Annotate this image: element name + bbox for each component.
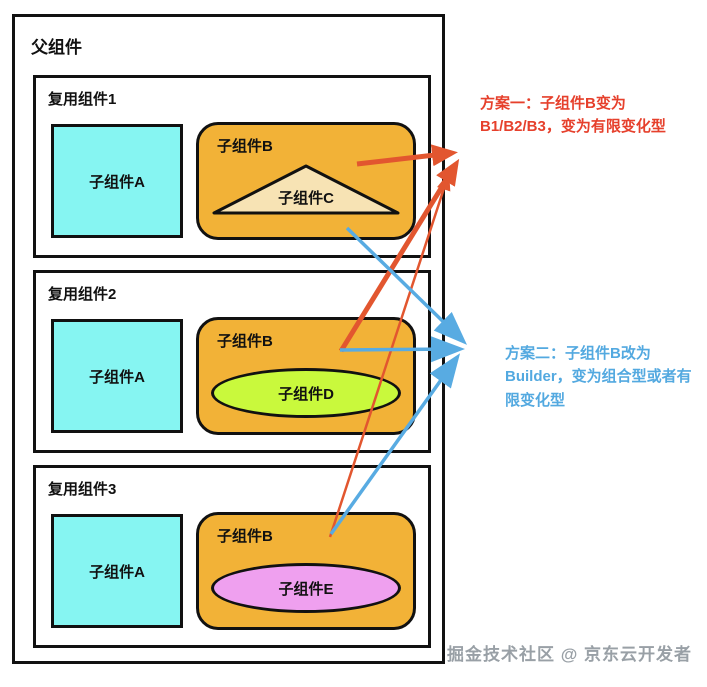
child-c-label: 子组件C (278, 190, 334, 207)
reuse-group-1-box: 复用组件1 子组件A 子组件B 子组件C (33, 75, 431, 258)
child-d-label: 子组件D (278, 385, 334, 403)
child-a-box-3: 子组件A (51, 514, 183, 628)
child-a-box-1: 子组件A (51, 124, 183, 238)
child-b-box-1: 子组件B 子组件C (196, 122, 416, 240)
child-a-label: 子组件A (89, 563, 145, 581)
reuse-group-3-box: 复用组件3 子组件A 子组件B 子组件E (33, 465, 431, 648)
child-a-box-2: 子组件A (51, 319, 183, 433)
child-e-ellipse: 子组件E (211, 563, 401, 613)
parent-component-label: 父组件 (31, 38, 82, 57)
watermark-text: 掘金技术社区 @ 京东云开发者 (446, 645, 692, 664)
reuse-group-2-box: 复用组件2 子组件A 子组件B 子组件D (33, 270, 431, 453)
child-a-label: 子组件A (89, 368, 145, 386)
reuse-group-2-label: 复用组件2 (48, 286, 117, 303)
plan2-annotation: 方案二：子组件B改为Builder，变为组合型或者有限变化型 (505, 345, 692, 409)
plan1-annotation: 方案一：子组件B变为B1/B2/B3，变为有限变化型 (480, 95, 666, 136)
reuse-group-1-label: 复用组件1 (48, 91, 117, 108)
reuse-group-3-label: 复用组件3 (48, 481, 117, 498)
child-a-label: 子组件A (89, 173, 145, 191)
parent-component-box: 父组件 复用组件1 子组件A 子组件B 子组件C 复用组件2 子组件A 子组件B (12, 14, 445, 664)
child-e-label: 子组件E (278, 580, 334, 598)
child-b-box-2: 子组件B 子组件D (196, 317, 416, 435)
child-b-label: 子组件B (217, 138, 273, 155)
child-b-label: 子组件B (217, 528, 273, 545)
child-d-ellipse: 子组件D (211, 368, 401, 418)
child-b-label: 子组件B (217, 333, 273, 350)
child-b-box-3: 子组件B 子组件E (196, 512, 416, 630)
